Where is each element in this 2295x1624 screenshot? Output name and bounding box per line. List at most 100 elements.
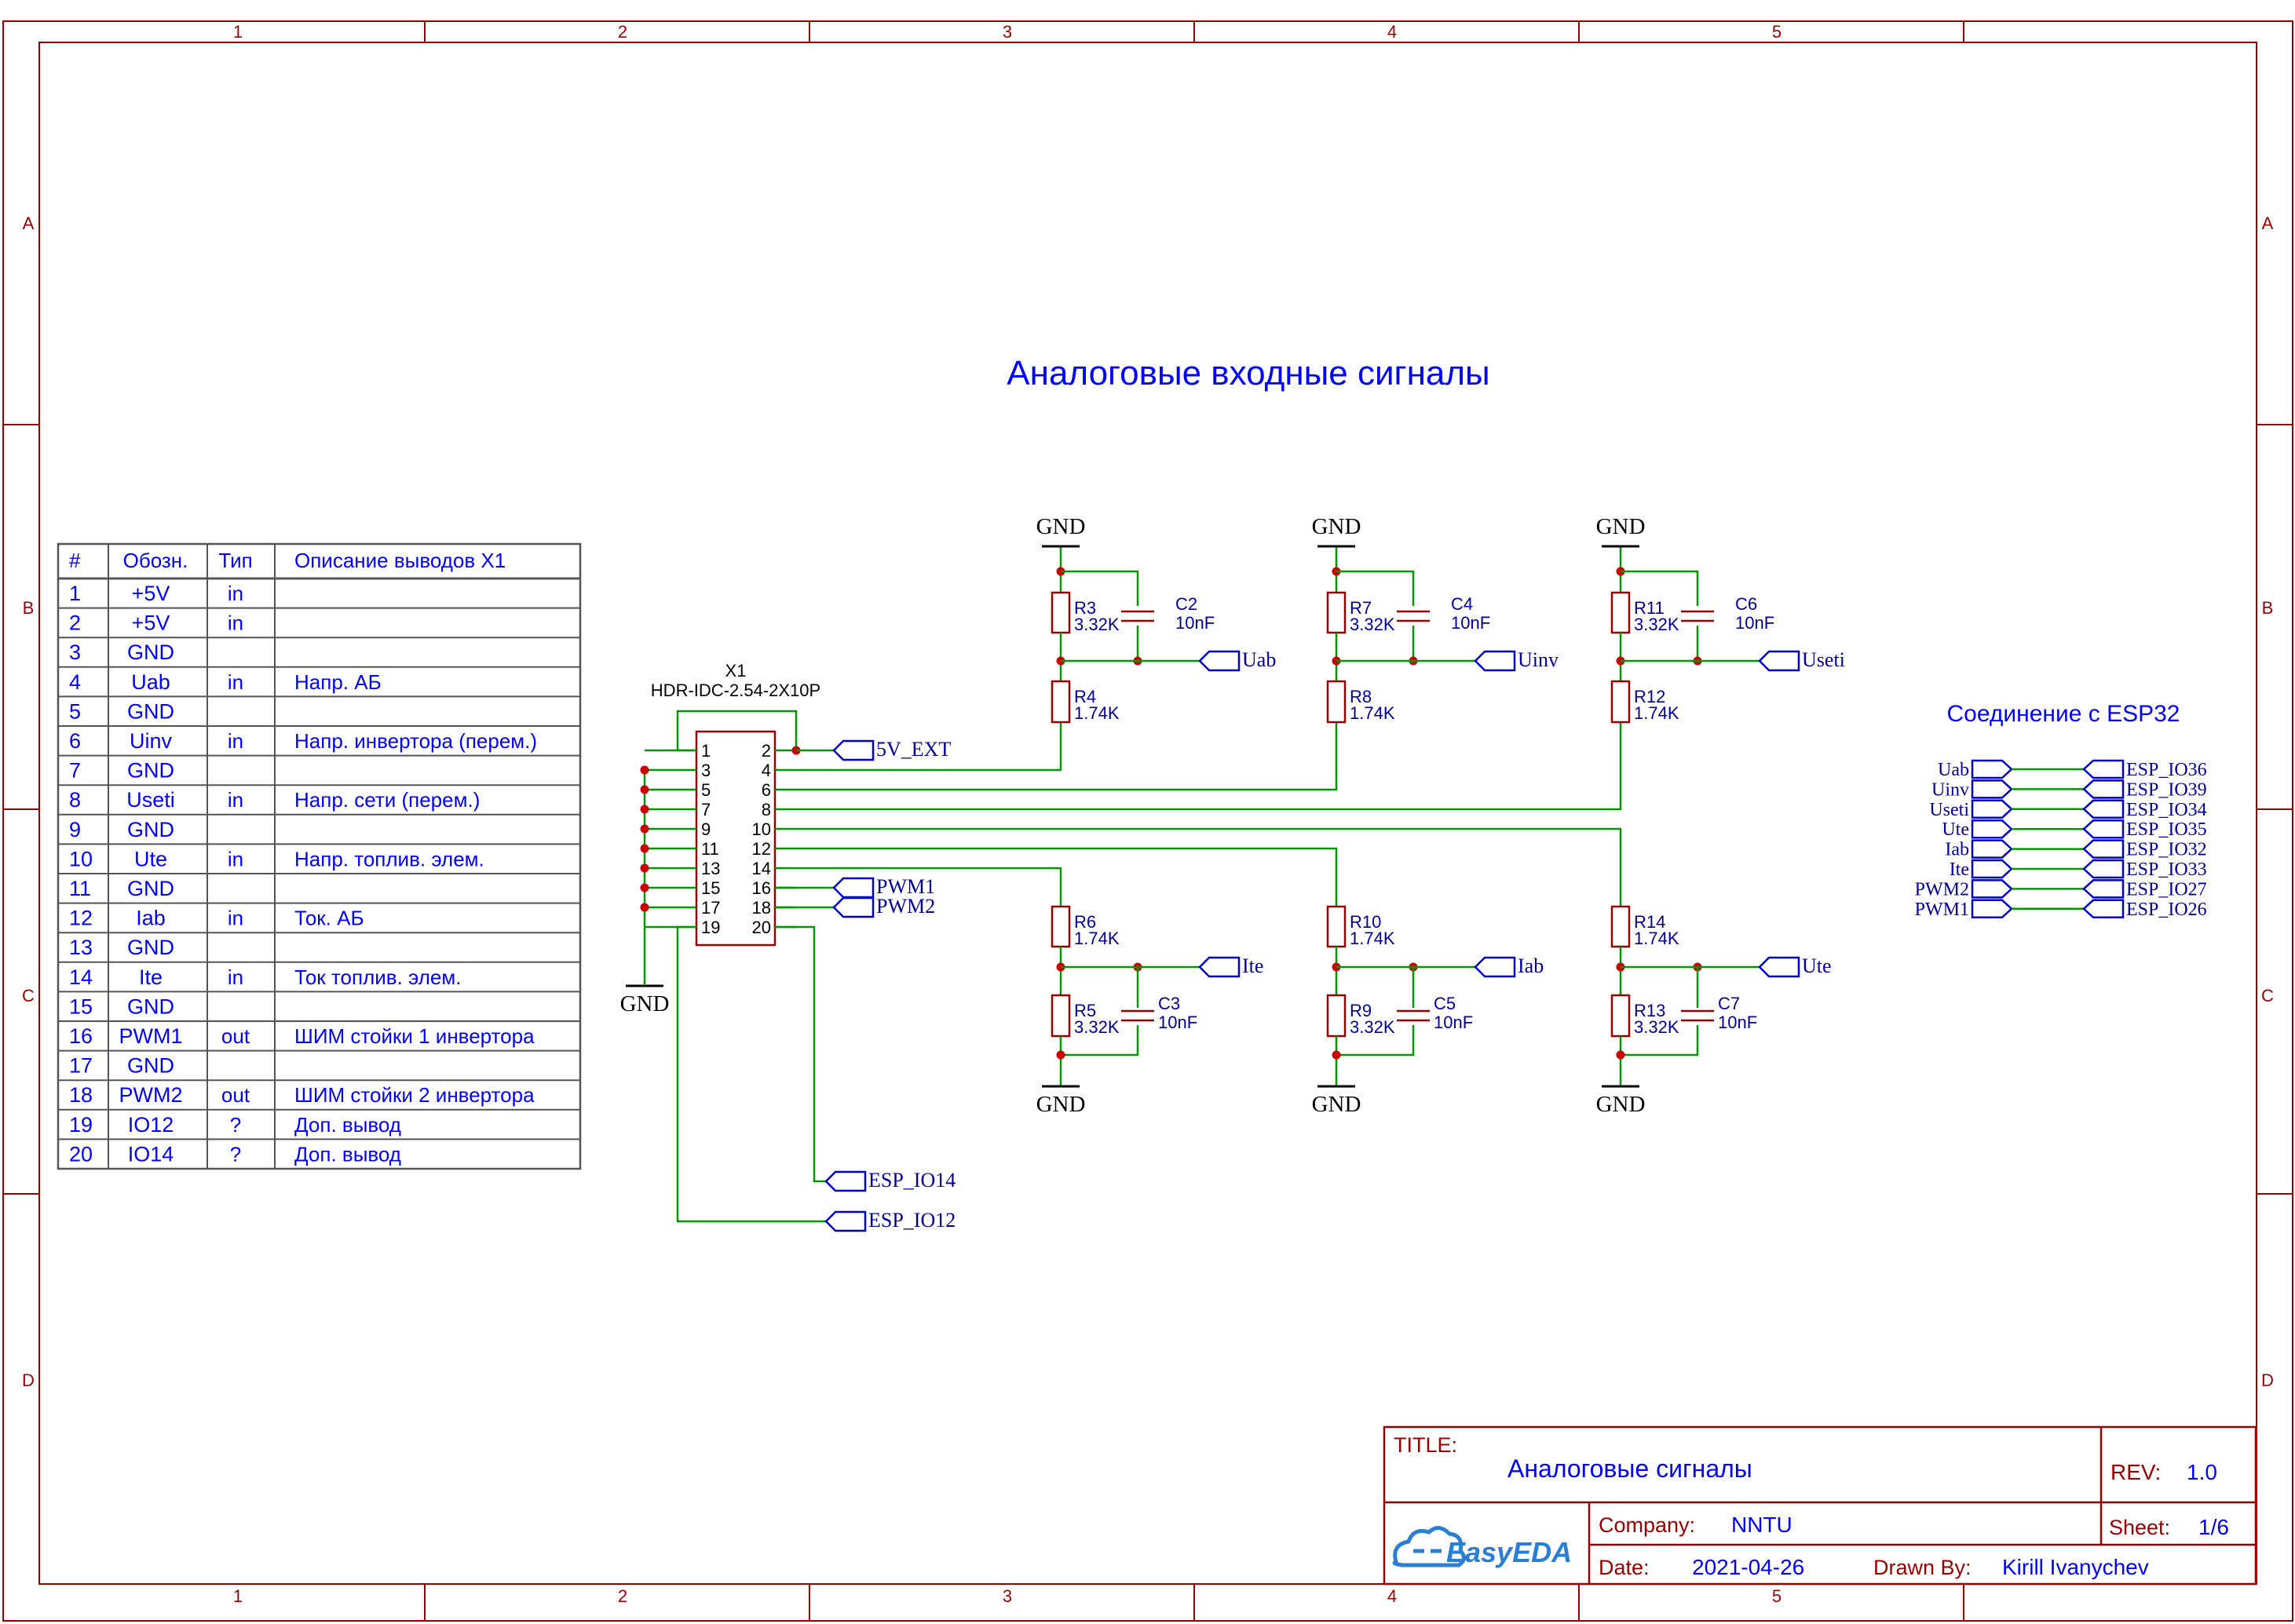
resistor-ref: R4 bbox=[1074, 687, 1096, 706]
esp-link-flag bbox=[2082, 899, 2125, 919]
pin-number-cell: 5 bbox=[69, 699, 81, 723]
connector-pin-number: 11 bbox=[701, 839, 719, 859]
junction-dot bbox=[640, 765, 649, 775]
resistor-body bbox=[1051, 591, 1071, 634]
pin-number-cell: 7 bbox=[69, 759, 81, 783]
esp-link-flag bbox=[2082, 839, 2125, 859]
connector-body bbox=[695, 730, 777, 947]
esp-link-flag bbox=[2082, 759, 2125, 779]
pin-type-cell: ? bbox=[230, 1113, 241, 1137]
esp-link-flag bbox=[2082, 799, 2125, 819]
pin-description-cell: Ток топлив. элем. bbox=[294, 965, 461, 989]
junction-dot bbox=[640, 863, 649, 873]
pin-name-cell: +5V bbox=[132, 582, 170, 605]
connector-pin-number: 15 bbox=[701, 878, 720, 898]
frame-row-label: B bbox=[23, 598, 35, 618]
capacitor-ref: C5 bbox=[1434, 994, 1456, 1013]
connector-pin-number: 1 bbox=[701, 741, 711, 761]
resistor-ref: R7 bbox=[1350, 598, 1372, 618]
gnd-symbol: GND bbox=[1596, 514, 1645, 548]
pin-name-cell: GND bbox=[127, 1054, 174, 1078]
frame-column-label: 3 bbox=[1003, 22, 1012, 42]
resistor-body bbox=[1326, 994, 1347, 1038]
pin-description-cell: Напр. сети (перем.) bbox=[294, 788, 480, 812]
pin-description-cell: Напр. топлив. элем. bbox=[294, 847, 484, 870]
resistor-value: 1.74K bbox=[1634, 703, 1679, 723]
resistor-value: 1.74K bbox=[1350, 703, 1395, 723]
net-name: PWM1 bbox=[876, 875, 935, 898]
pin-type-cell: out bbox=[221, 1083, 250, 1107]
pin-description-cell: Напр. инвертора (перем.) bbox=[294, 729, 537, 753]
gnd-symbol: GND bbox=[1036, 514, 1085, 548]
pin6-wire bbox=[796, 722, 1338, 791]
pin-name-cell: IO14 bbox=[128, 1142, 174, 1166]
gnd-symbol: GND bbox=[1596, 1085, 1645, 1117]
pin1-pin2-link bbox=[676, 710, 798, 752]
resistor-body bbox=[1610, 591, 1631, 634]
resistor-value: 3.32K bbox=[1350, 615, 1395, 634]
frame-row-label: D bbox=[2261, 1370, 2274, 1390]
resistor-ref: R9 bbox=[1350, 1001, 1372, 1020]
frame-row-label: A bbox=[2262, 213, 2274, 233]
pin-name-cell: GND bbox=[127, 994, 174, 1018]
net-label: ESP_IO14 bbox=[824, 1169, 956, 1192]
frame-row-label: B bbox=[2262, 598, 2274, 618]
sheet-label: Sheet: bbox=[2109, 1516, 2170, 1539]
net-name: PWM2 bbox=[876, 895, 935, 918]
frame-column-label: 1 bbox=[233, 1586, 243, 1606]
pin-description-cell: Доп. вывод bbox=[294, 1113, 401, 1137]
connector-x1: X1 HDR-IDC-2.54-2X10P 135791113151719246… bbox=[651, 661, 820, 947]
frame-column-label: 2 bbox=[618, 1586, 627, 1606]
net-name: Iab bbox=[1518, 954, 1544, 977]
net-name: Ute bbox=[1802, 954, 1832, 977]
capacitor-value: 10nF bbox=[1735, 613, 1774, 633]
table-header-cell: # bbox=[69, 549, 81, 572]
pin-name-cell: Ute bbox=[134, 847, 167, 870]
frame-column-label: 4 bbox=[1387, 1586, 1397, 1606]
resistor-ref: R8 bbox=[1350, 687, 1372, 706]
esp-link-from: Ute bbox=[1942, 819, 1969, 840]
connector-pin-number: 7 bbox=[701, 800, 711, 819]
pin14-wire bbox=[796, 867, 1062, 907]
pin-type-cell: in bbox=[228, 788, 243, 812]
net-label: 5V_EXT bbox=[832, 738, 951, 761]
esp-link-flag bbox=[1971, 819, 2013, 839]
pin-name-cell: PWM1 bbox=[119, 1024, 183, 1048]
pin-type-cell: in bbox=[228, 965, 243, 989]
esp-link-to: ESP_IO32 bbox=[2126, 840, 2207, 860]
table-header-cell: Обозн. bbox=[123, 549, 188, 572]
resistor-ref: R12 bbox=[1634, 687, 1665, 706]
junction-dot bbox=[1056, 1050, 1065, 1060]
net-name: Useti bbox=[1802, 648, 1845, 671]
resistor-body bbox=[1051, 994, 1071, 1038]
net-flag bbox=[832, 877, 875, 899]
capacitor-ref: C2 bbox=[1175, 594, 1197, 614]
esp-link-flag bbox=[1971, 879, 2013, 899]
resistor-body bbox=[1051, 680, 1071, 724]
esp-link-to: ESP_IO39 bbox=[2126, 779, 2207, 800]
junction-dot bbox=[1332, 1050, 1341, 1060]
net-flag bbox=[1198, 956, 1241, 978]
connector-pin-number: 6 bbox=[762, 780, 771, 800]
connector-pin-number: 13 bbox=[701, 859, 720, 878]
cap-wire bbox=[1621, 570, 1699, 606]
cap-wire bbox=[1336, 1025, 1415, 1057]
